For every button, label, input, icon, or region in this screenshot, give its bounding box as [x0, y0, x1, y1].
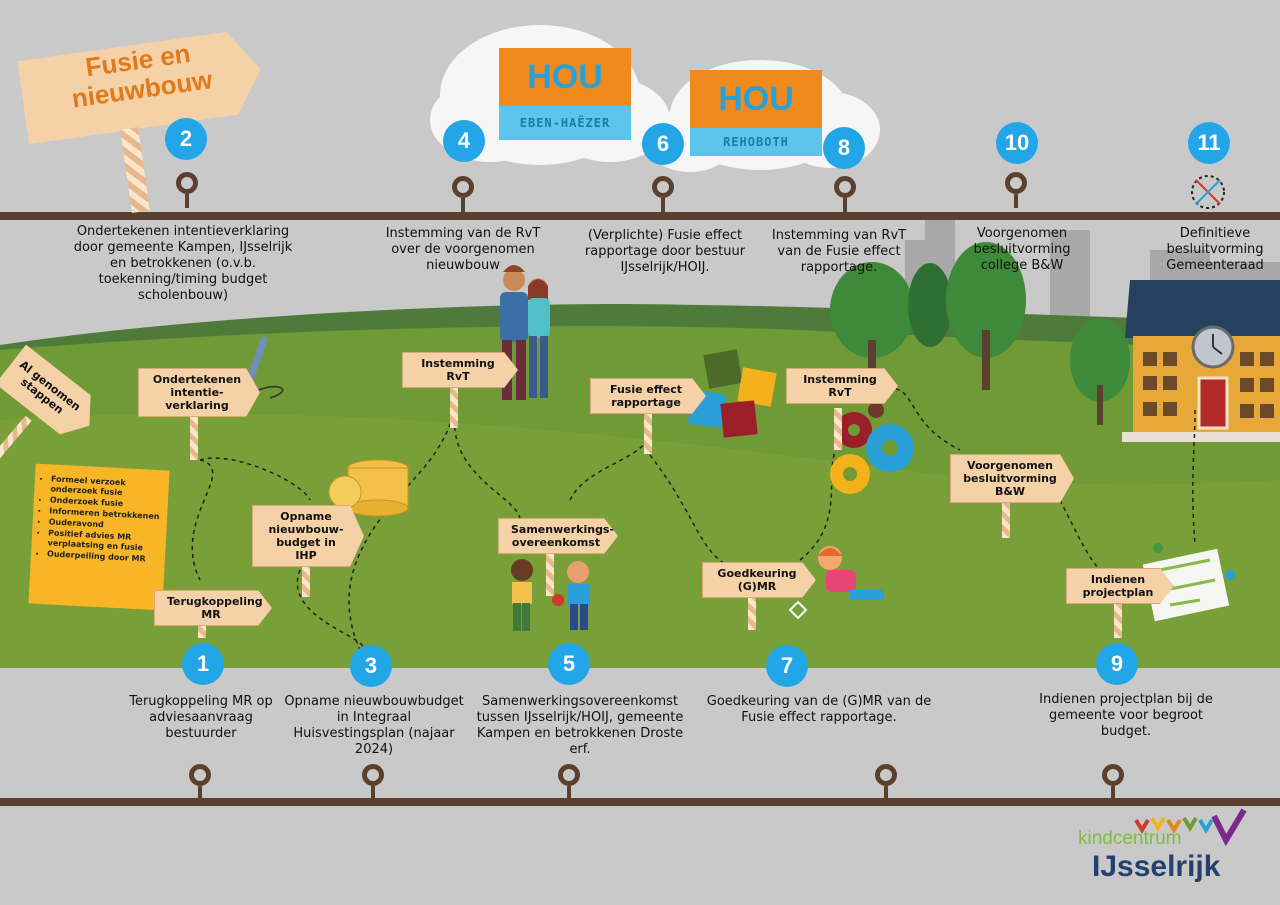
step-description: Instemming van RvT van de Fusie effect r…: [771, 228, 907, 275]
step-description: Goedkeuring van de (G)MR van de Fusie ef…: [706, 694, 932, 725]
already-done-note: Formeel verzoek onderzoek fusie Onderzoe…: [28, 463, 170, 611]
sign-label: Samenwerkings-overeenkomst: [498, 518, 618, 554]
step-number-badge: 3: [350, 645, 392, 687]
step-description: Samenwerkingsovereenkomst tussen IJsselr…: [476, 694, 684, 757]
step-number-badge: 7: [766, 645, 808, 687]
sign-post: [546, 552, 554, 596]
step-number-badge: 6: [642, 123, 684, 165]
signpost-opname: Opname nieuwbouw-budget in IHP: [252, 505, 364, 597]
timeline-ring: [176, 172, 198, 208]
already-done-list: Formeel verzoek onderzoek fusie Onderzoe…: [31, 464, 170, 566]
step-number-badge: 8: [823, 127, 865, 169]
hou-rehoboth-logo: HOU REHOBOTH: [690, 70, 822, 156]
step-number-badge: 2: [165, 118, 207, 160]
step-number-badge: 10: [996, 122, 1038, 164]
timeline-ring: [189, 764, 211, 800]
brand-logo: kindcentrum IJsselrijk: [1076, 806, 1266, 896]
brand-name-top: kindcentrum: [1078, 828, 1182, 849]
sign-post: [302, 549, 310, 597]
timeline-ring: [652, 176, 674, 212]
step-description: Definitieve besluitvorming Gemeenteraad: [1166, 226, 1264, 273]
brand-people-icon: [1134, 808, 1247, 846]
signpost-ondertekenen: Ondertekenen intentie-verklaring: [138, 368, 260, 460]
sign-label: Goedkeuring (G)MR: [702, 562, 816, 598]
brand-name-bottom: IJsselrijk: [1092, 850, 1221, 883]
timeline-ring: [1005, 172, 1027, 208]
timeline-ring: [558, 764, 580, 800]
step-description: Indienen projectplan bij de gemeente voo…: [1039, 692, 1213, 739]
sign-label: Terugkoppeling MR: [154, 590, 272, 626]
timeline-ring: [362, 764, 384, 800]
sign-post: [748, 596, 756, 630]
sign-post: [190, 408, 198, 460]
step-number-badge: 5: [548, 643, 590, 685]
step-number-badge: 9: [1096, 643, 1138, 685]
signpost-terugkoppeling: Terugkoppeling MR: [154, 590, 272, 638]
sign-post: [1114, 602, 1122, 638]
hou-word: HOU: [690, 70, 822, 128]
sign-label: Ondertekenen intentie-verklaring: [138, 368, 260, 417]
signpost-rvt-2: Instemming RvT: [786, 368, 898, 450]
sign-post: [644, 412, 652, 454]
sign-label: Fusie effect rapportage: [590, 378, 706, 414]
sign-post: [198, 620, 206, 638]
sign-label: Instemming RvT: [786, 368, 898, 404]
step-number-badge: 11: [1188, 122, 1230, 164]
sign-label: Indienen projectplan: [1066, 568, 1174, 604]
top-timeline-rail: [0, 212, 1280, 220]
signpost-goedkeuring: Goedkeuring (G)MR: [702, 562, 816, 630]
step-number-badge: 4: [443, 120, 485, 162]
bottom-timeline-rail: [0, 798, 1280, 806]
signpost-indienen: Indienen projectplan: [1066, 568, 1174, 638]
hou-school-name: EBEN-HAËZER: [499, 106, 631, 140]
sign-post: [1002, 496, 1010, 538]
step-description: Instemming van de RvT over de voorgenome…: [385, 226, 541, 273]
signpost-rvt-1: Instemming RvT: [402, 352, 518, 428]
step-number-badge: 1: [182, 643, 224, 685]
timeline-ring: [452, 176, 474, 212]
hou-eben-haezer-logo: HOU EBEN-HAËZER: [499, 48, 631, 140]
step-description: Ondertekenen intentieverklaring door gem…: [73, 224, 293, 303]
sign-post: [450, 382, 458, 428]
sign-label: Voorgenomen besluitvorming B&W: [950, 454, 1074, 503]
step-description: (Verplichte) Fusie effect rapportage doo…: [584, 228, 746, 275]
signpost-fusie: Fusie effect rapportage: [590, 378, 706, 454]
sign-label: Opname nieuwbouw-budget in IHP: [252, 505, 364, 567]
timeline-ring: [1102, 764, 1124, 800]
timeline-ring: [875, 764, 897, 800]
hou-school-name: REHOBOTH: [690, 128, 822, 156]
signpost-voorgenomen: Voorgenomen besluitvorming B&W: [950, 454, 1074, 538]
step-description: Terugkoppeling MR op adviesaanvraag best…: [129, 694, 273, 741]
sign-label: Instemming RvT: [402, 352, 518, 388]
sign-post: [834, 408, 842, 450]
signpost-samenwerking: Samenwerkings-overeenkomst: [498, 518, 618, 596]
step-description: Opname nieuwbouwbudget in Integraal Huis…: [284, 694, 464, 757]
timeline-ring: [834, 176, 856, 212]
step-description: Voorgenomen besluitvorming college B&W: [973, 226, 1071, 273]
hou-word: HOU: [499, 48, 631, 106]
